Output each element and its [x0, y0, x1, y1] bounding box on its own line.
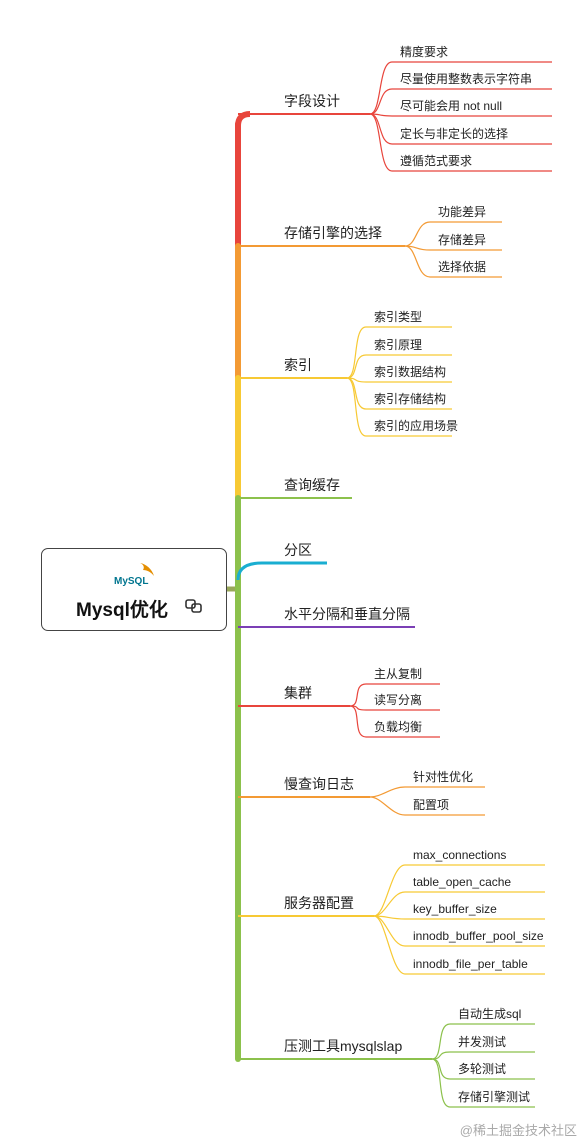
child-line-8-4	[373, 915, 545, 975]
child-line-1-2	[404, 245, 502, 278]
child-line-1-0	[404, 221, 502, 247]
child-label-6-2[interactable]: 负载均衡	[374, 720, 422, 734]
child-label-2-1[interactable]: 索引原理	[374, 338, 422, 352]
child-label-1-1[interactable]: 存储差异	[438, 232, 486, 247]
child-label-7-0[interactable]: 针对性优化	[413, 769, 473, 784]
child-label-9-3[interactable]: 存储引擎测试	[458, 1089, 530, 1104]
child-line-6-2	[349, 705, 440, 738]
child-line-2-1	[346, 354, 452, 379]
child-label-6-0[interactable]: 主从复制	[374, 667, 422, 681]
logo-text: MySQL	[114, 576, 148, 587]
child-label-0-4[interactable]: 遵循范式要求	[400, 153, 472, 168]
child-line-9-0	[431, 1023, 535, 1060]
child-label-0-1[interactable]: 尽量使用整数表示字符串	[400, 71, 532, 86]
child-label-8-2[interactable]: key_buffer_size	[413, 902, 497, 916]
child-label-0-2[interactable]: 尽可能会用 not null	[400, 99, 502, 113]
child-line-0-1	[369, 88, 552, 115]
child-line-9-1	[431, 1051, 535, 1060]
child-label-2-4[interactable]: 索引的应用场景	[374, 418, 458, 433]
child-line-6-1	[349, 705, 440, 711]
child-label-8-1[interactable]: table_open_cache	[413, 875, 511, 889]
branch-label-6[interactable]: 集群	[284, 685, 312, 701]
child-line-8-0	[373, 864, 545, 917]
branch-label-1[interactable]: 存储引擎的选择	[284, 225, 382, 241]
branch-label-4[interactable]: 分区	[284, 542, 312, 558]
child-line-8-1	[373, 891, 545, 917]
child-label-9-2[interactable]: 多轮测试	[458, 1061, 506, 1076]
child-line-1-1	[404, 245, 502, 251]
child-label-0-3[interactable]: 定长与非定长的选择	[400, 126, 508, 141]
child-label-8-3[interactable]: innodb_buffer_pool_size	[413, 929, 544, 943]
branch-connector-partition	[236, 561, 327, 581]
child-line-9-3	[431, 1058, 535, 1108]
child-line-7-0	[369, 786, 485, 798]
child-label-2-3[interactable]: 索引存储结构	[374, 391, 446, 406]
child-label-9-1[interactable]: 并发测试	[458, 1034, 506, 1049]
child-label-0-0[interactable]: 精度要求	[400, 44, 448, 59]
root-title: Mysql优化	[76, 600, 168, 621]
child-label-8-4[interactable]: innodb_file_per_table	[413, 957, 528, 971]
trunk-cap	[235, 111, 251, 127]
child-line-6-0	[349, 683, 440, 707]
child-line-2-2	[346, 377, 452, 383]
branch-label-7[interactable]: 慢查询日志	[284, 776, 354, 792]
child-label-6-1[interactable]: 读写分离	[374, 692, 422, 707]
mysql-dolphin-logo-icon: MySQL	[114, 563, 154, 587]
branch-label-8[interactable]: 服务器配置	[284, 895, 354, 911]
child-label-7-1[interactable]: 配置项	[413, 798, 449, 812]
branch-label-3[interactable]: 查询缓存	[284, 477, 340, 493]
branch-label-2[interactable]: 索引	[284, 357, 312, 373]
child-label-1-2[interactable]: 选择依据	[438, 259, 486, 274]
watermark: @稀土掘金技术社区	[459, 1123, 577, 1138]
child-label-1-0[interactable]: 功能差异	[438, 205, 486, 219]
child-label-9-0[interactable]: 自动生成sql	[458, 1007, 521, 1021]
child-line-2-4	[346, 377, 452, 437]
child-label-2-2[interactable]: 索引数据结构	[374, 364, 446, 379]
child-line-0-2	[369, 113, 552, 117]
child-line-2-0	[346, 326, 452, 379]
child-line-7-1	[369, 796, 485, 816]
branch-label-5[interactable]: 水平分隔和垂直分隔	[284, 606, 410, 622]
child-line-8-2	[373, 915, 545, 920]
child-label-2-0[interactable]: 索引类型	[374, 310, 422, 324]
child-line-0-0	[369, 61, 552, 115]
branch-label-0[interactable]: 字段设计	[284, 93, 340, 109]
child-line-0-4	[369, 113, 552, 172]
root-topic[interactable]: MySQL Mysql优化	[41, 548, 227, 631]
linked-topic-icon[interactable]	[184, 598, 204, 614]
child-label-8-0[interactable]: max_connections	[413, 848, 506, 862]
branch-label-9[interactable]: 压测工具mysqlslap	[284, 1038, 402, 1054]
